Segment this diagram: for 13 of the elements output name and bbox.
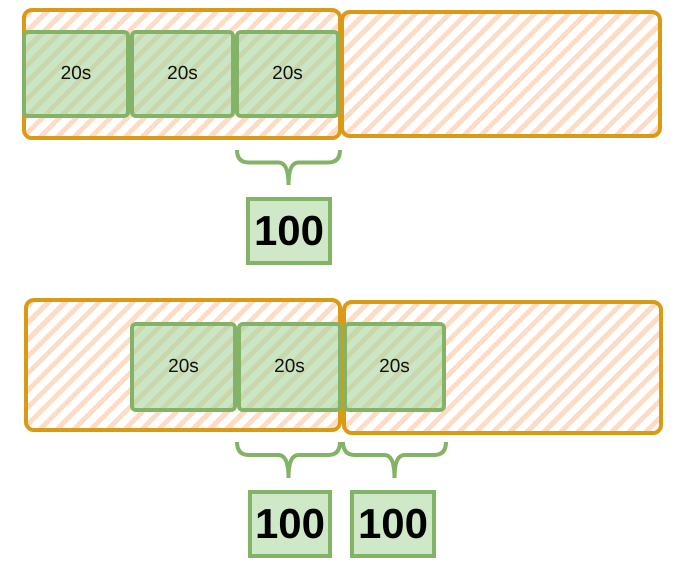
time-slot: 20s xyxy=(130,30,235,118)
count-box: 100 xyxy=(246,197,332,265)
time-window xyxy=(24,298,342,432)
count-box: 100 xyxy=(350,490,436,558)
time-window xyxy=(22,8,342,140)
time-slot: 20s xyxy=(130,322,237,412)
time-window xyxy=(342,300,663,435)
time-slot: 20s xyxy=(235,30,340,118)
time-slot: 20s xyxy=(343,322,446,412)
time-slot: 20s xyxy=(237,322,342,412)
count-box: 100 xyxy=(248,490,332,558)
time-slot: 20s xyxy=(22,30,130,118)
time-window xyxy=(340,10,662,138)
